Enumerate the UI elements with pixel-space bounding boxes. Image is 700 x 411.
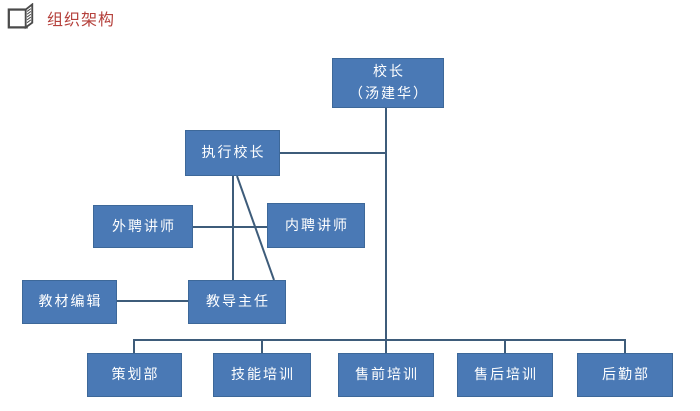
node-label: 售前培训 — [355, 367, 419, 383]
org-node-planning-dept: 策划部 — [87, 353, 182, 397]
page-header: 组织架构 — [6, 3, 115, 33]
org-node-logistics-dept: 后勤部 — [577, 353, 673, 397]
org-node-external-lecturer: 外聘讲师 — [93, 205, 193, 248]
node-label: 技能培训 — [231, 367, 295, 383]
org-node-textbook-editor: 教材编辑 — [22, 280, 117, 324]
node-label: 内聘讲师 — [285, 217, 349, 234]
open-book-icon — [7, 3, 34, 30]
principal-title: 校长 — [373, 64, 405, 80]
node-label: 策划部 — [111, 367, 160, 383]
org-node-aftersales-training: 售后培训 — [457, 353, 553, 397]
node-label: 外聘讲师 — [112, 218, 176, 235]
org-node-principal: 校长 （汤建华） — [332, 58, 444, 108]
org-node-executive-principal: 执行校长 — [185, 130, 280, 176]
org-node-internal-lecturer: 内聘讲师 — [267, 203, 365, 248]
page-title: 组织架构 — [47, 10, 116, 29]
org-node-presales-training: 售前培训 — [338, 353, 434, 397]
org-node-skills-training: 技能培训 — [213, 353, 311, 397]
node-label: 教导主任 — [206, 294, 270, 310]
org-node-dean: 教导主任 — [188, 280, 286, 324]
principal-name: （汤建华） — [349, 86, 429, 102]
node-label: 教材编辑 — [38, 294, 103, 310]
edge-departments-bus — [133, 339, 626, 353]
node-label: 后勤部 — [602, 367, 650, 383]
node-label: 售后培训 — [474, 367, 538, 383]
node-label: 执行校长 — [201, 145, 266, 161]
